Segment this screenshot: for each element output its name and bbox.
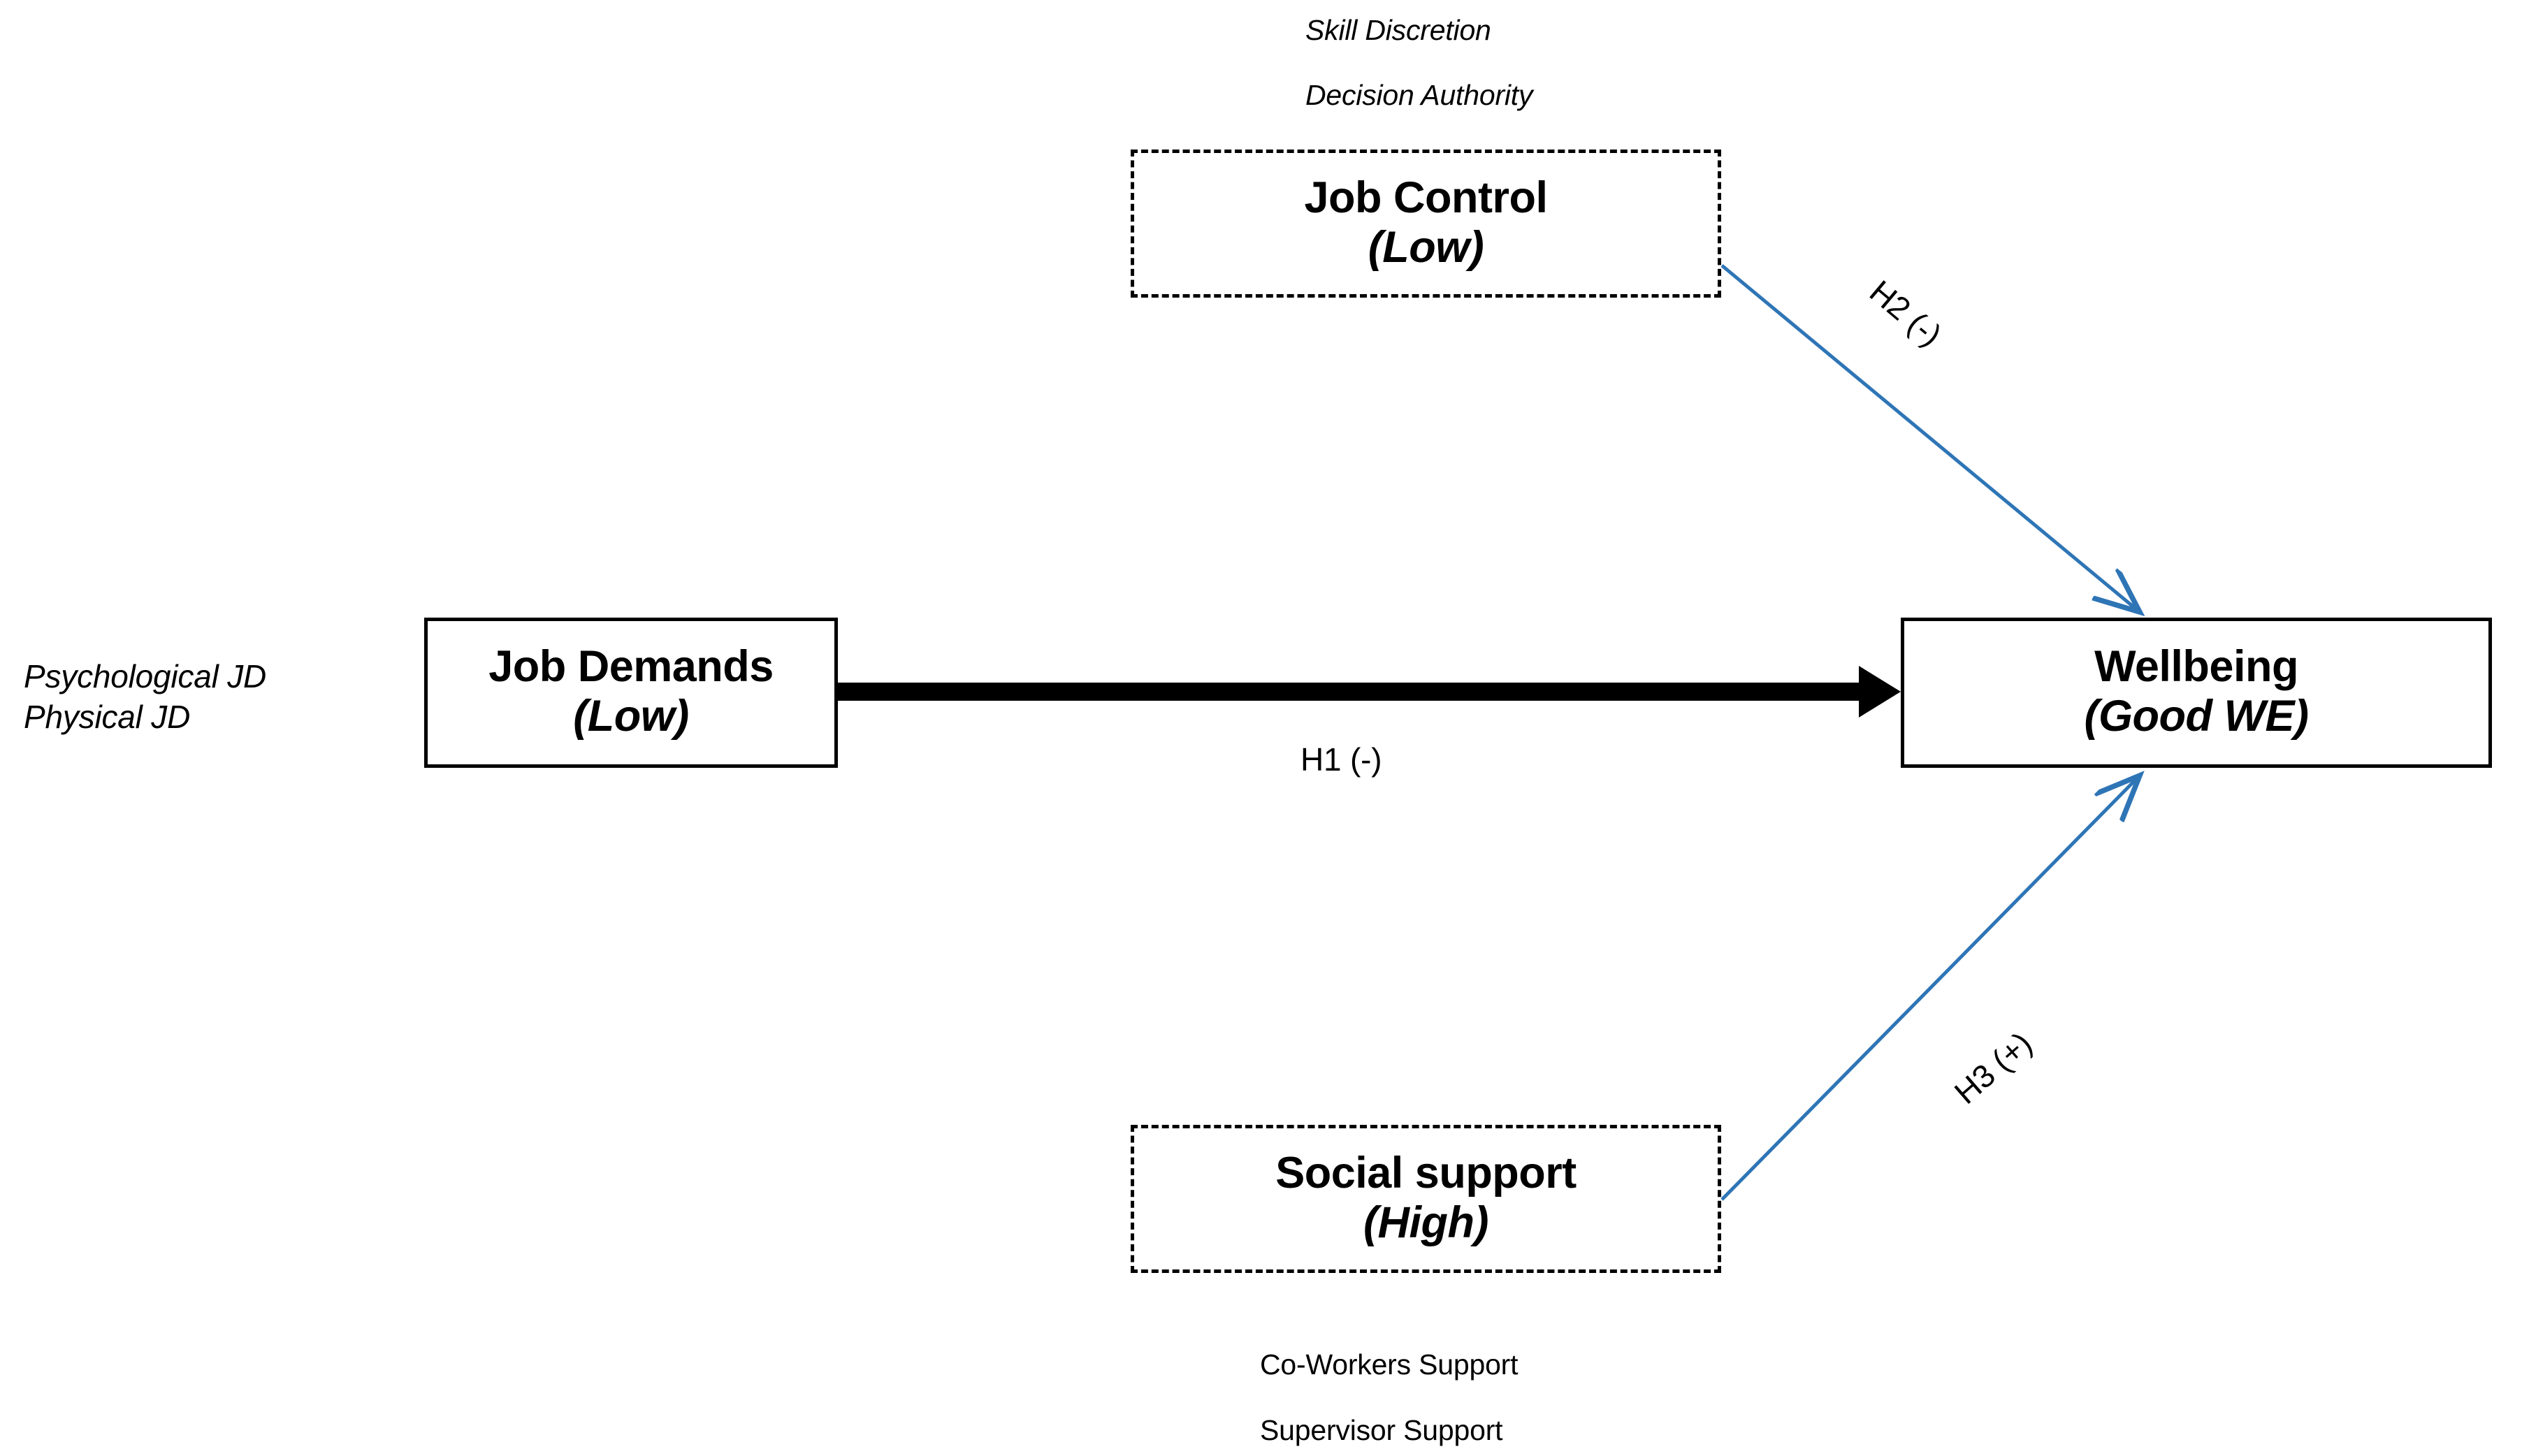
annotation-job-demands-indicators: Psychological JD Physical JD <box>24 657 266 738</box>
hypothesis-label-h2: H2 (-) <box>1862 272 1949 354</box>
node-social-support-title: Social support <box>1275 1148 1577 1197</box>
annotation-physical-jd: Physical JD <box>24 698 191 735</box>
node-job-control-subtitle: (Low) <box>1368 222 1484 272</box>
node-wellbeing-title: Wellbeing <box>2094 642 2298 692</box>
arrow-h1 <box>838 666 1901 718</box>
arrow-h3 <box>1720 776 2140 1201</box>
node-social-support[interactable]: Social support (High) <box>1131 1125 1721 1273</box>
node-social-support-subtitle: (High) <box>1363 1197 1488 1247</box>
node-wellbeing-subtitle: (Good WE) <box>2084 692 2309 741</box>
node-wellbeing[interactable]: Wellbeing (Good WE) <box>1901 618 2492 768</box>
annotation-supervisor-support: Supervisor Support <box>1260 1414 1503 1446</box>
annotation-coworkers-support: Co-Workers Support <box>1260 1348 1519 1381</box>
annotation-decision-authority: Decision Authority <box>1305 79 1533 111</box>
hypothesis-label-h1: H1 (-) <box>1300 741 1382 778</box>
node-job-demands-title: Job Demands <box>488 642 774 692</box>
node-job-demands-subtitle: (Low) <box>573 692 689 741</box>
node-job-control[interactable]: Job Control (Low) <box>1131 150 1721 298</box>
hypothesis-label-h3: H3 (+) <box>1947 1024 2039 1111</box>
annotation-psychological-jd: Psychological JD <box>24 658 267 694</box>
annotation-skill-discretion: Skill Discretion <box>1305 14 1491 46</box>
node-job-control-title: Job Control <box>1304 173 1548 222</box>
node-job-demands[interactable]: Job Demands (Low) <box>424 618 838 768</box>
